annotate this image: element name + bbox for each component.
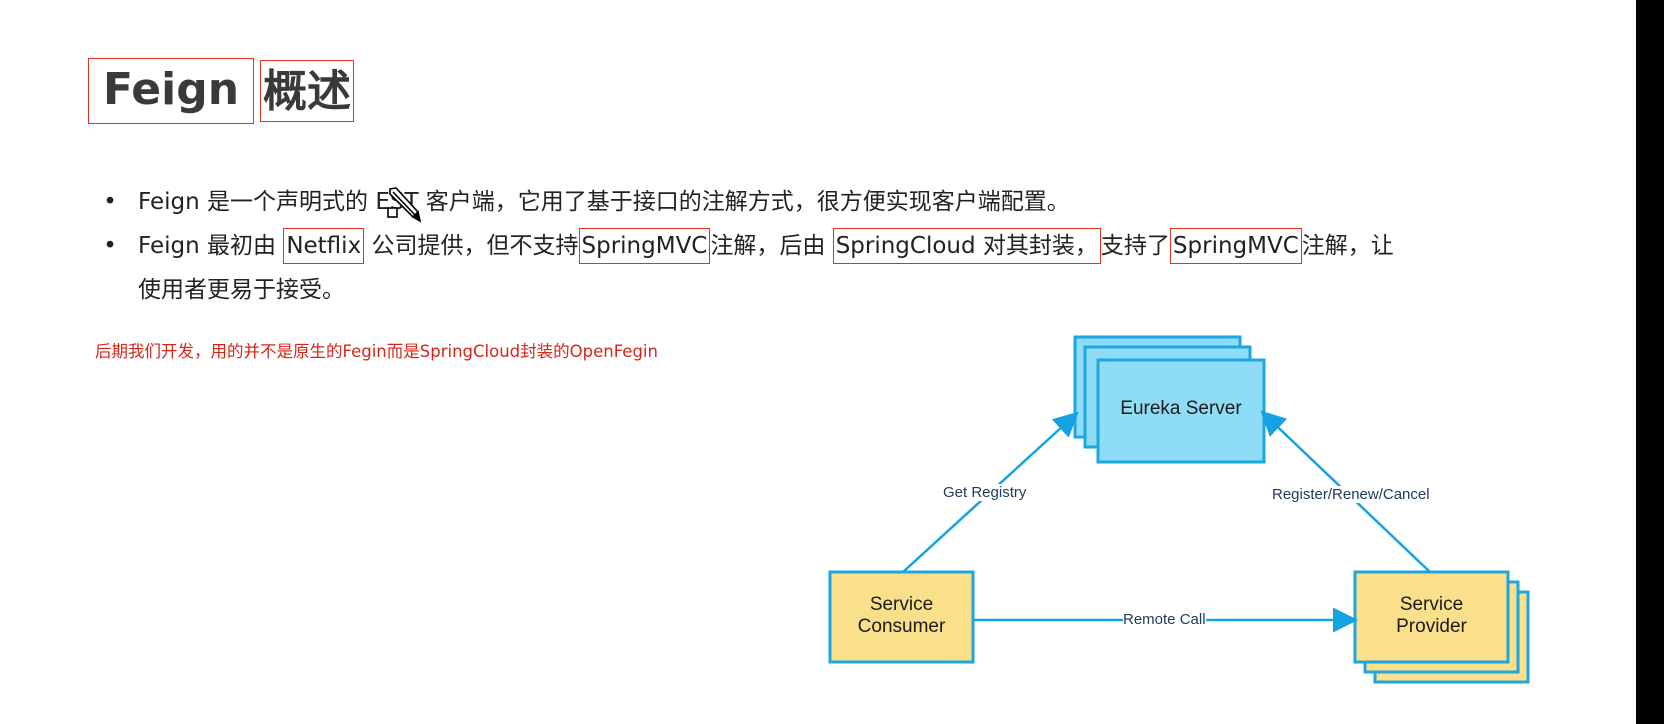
title-word-feign: Feign [88,58,255,124]
bullet-dot: • [103,189,117,215]
bullet-2-text-e: 注解，让使用者更易于接受。 [138,233,1394,303]
highlight-netflix: Netflix [283,228,365,264]
right-edge-strip [1636,0,1664,724]
edge-label-remote-call: Remote Call [1123,611,1206,628]
bullet-1-text-a: Feign 是一个声明式的 [138,189,376,215]
highlight-springcloud: SpringCloud 对其封装， [832,228,1101,264]
provider-label-line2: Provider [1396,616,1467,637]
edge-label-register: Register/Renew/Cancel [1272,486,1430,503]
pencil-cursor-icon [387,187,422,223]
bullet-2-text-a: Feign 最初由 [138,233,284,259]
server-label: Eureka Server [1120,398,1242,419]
highlight-springmvc-1: SpringMVC [578,228,711,264]
bullet-1-text-b: EST 客户端，它用了基于接口的注解方式，很方便实现客户端配置。 [375,189,1070,215]
server-box [1096,358,1266,464]
eureka-diagram: Eureka Server Service Consumer Service P… [820,330,1560,700]
bullet-2-text-d: 支持了 [1100,233,1170,259]
consumer-box [828,570,975,664]
page-title: Feign 概述 [88,58,355,124]
bullet-2-text-c: 注解，后由 [710,233,833,259]
title-word-overview: 概述 [260,60,355,122]
consumer-label-line1: Service [869,594,934,615]
consumer-label-line2: Consumer [857,616,946,637]
highlight-springmvc-2: SpringMVC [1169,228,1302,264]
diagram-graphics [828,335,1530,684]
bullet-dot: • [103,233,117,259]
edge-label-get-registry: Get Registry [943,484,1027,501]
bullet-2-text-b: 公司提供，但不支持 [364,233,579,259]
provider-box [1353,570,1510,664]
provider-label: Service Provider [1355,594,1508,638]
consumer-label: Service Consumer [830,594,973,638]
developer-note: 后期我们开发，用的并不是原生的Fegin而是SpringCloud封装的Open… [95,342,658,361]
bullet-item-1: • Feign 是一个声明式的 EST 客户端，它用了基于接口的注解方式，很方便… [100,180,1400,224]
provider-label-line1: Service [1399,594,1464,615]
bullet-list: • Feign 是一个声明式的 EST 客户端，它用了基于接口的注解方式，很方便… [100,180,1400,312]
